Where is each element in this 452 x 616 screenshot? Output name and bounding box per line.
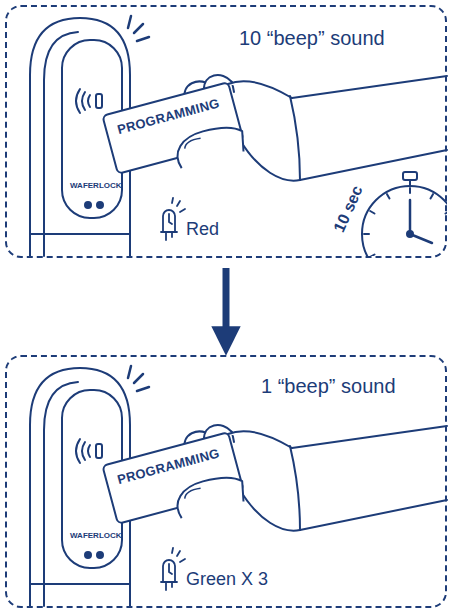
- step-heading: 1 “beep” sound: [261, 375, 396, 398]
- stopwatch-tick: [370, 255, 374, 257]
- scene-bottom: [30, 366, 447, 606]
- thumb-nail: [183, 488, 202, 499]
- stopwatch-tick: [409, 188, 411, 193]
- led-color: Red: [186, 219, 219, 240]
- thumb-outline: [173, 122, 248, 169]
- programming-card: PROGRAMMING: [101, 431, 245, 525]
- stopwatch-stem: [409, 180, 411, 185]
- thumb-nail: [183, 138, 202, 149]
- led-color: Green X 3: [186, 569, 268, 590]
- step-panel: 1 “beep” soundGreen X 3 PROGRAMMING: [5, 355, 447, 608]
- stopwatch-face: [362, 186, 447, 256]
- stopwatch: [362, 172, 447, 256]
- brand-name: WAFERLOCK: [70, 181, 122, 190]
- stopwatch-ticks: [364, 188, 447, 256]
- stopwatch-knob: [403, 172, 417, 180]
- programming-card: PROGRAMMING: [101, 81, 245, 175]
- stopwatch-pivot: [407, 231, 413, 237]
- timer-label: 10 sec: [330, 183, 366, 235]
- stopwatch-tick: [431, 194, 434, 198]
- step-heading: 10 “beep” sound: [239, 27, 385, 50]
- stopwatch-tick: [446, 255, 447, 257]
- stopwatch-tick: [370, 211, 374, 214]
- stopwatch-hand: [409, 200, 412, 234]
- brand-name: WAFERLOCK: [70, 531, 122, 540]
- flow-arrow: [223, 268, 230, 341]
- stopwatch-tick: [387, 194, 390, 198]
- thumb-outline: [173, 472, 248, 519]
- step-panel: 10 “beep” soundRed PROGRAMMING: [5, 5, 447, 258]
- stopwatch-tick: [364, 233, 369, 235]
